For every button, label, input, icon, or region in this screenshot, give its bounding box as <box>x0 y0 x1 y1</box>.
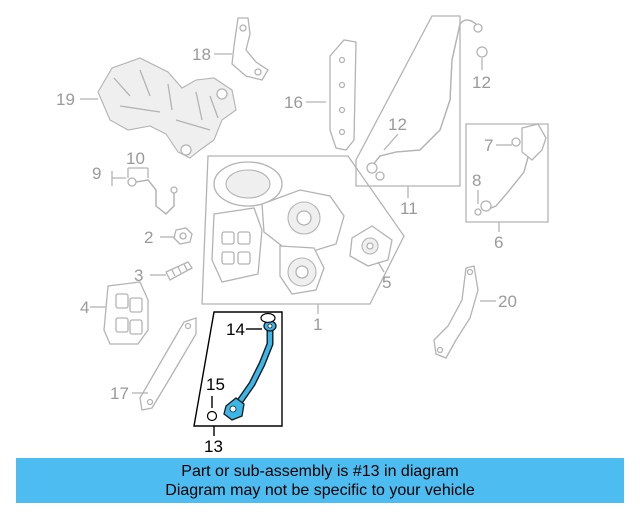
callout-18: 18 <box>192 45 211 64</box>
callout-9: 9 <box>92 164 101 183</box>
callout-12b: 12 <box>388 115 407 134</box>
part-4-gasket <box>103 281 149 345</box>
part-16-gasket <box>329 39 357 151</box>
part-5-actuator <box>349 225 393 267</box>
callout-13: 13 <box>204 437 223 456</box>
callout-10: 10 <box>126 149 145 168</box>
callout-8: 8 <box>472 171 481 190</box>
part-6-return-line <box>474 123 547 216</box>
callout-20: 20 <box>498 292 517 311</box>
callout-1: 1 <box>313 315 322 334</box>
callout-16: 16 <box>284 93 303 112</box>
banner-line-2: Diagram may not be specific to your vehi… <box>165 482 475 499</box>
callout-14: 14 <box>226 320 245 339</box>
callout-12a: 12 <box>472 73 491 92</box>
part-18-bracket <box>231 17 269 81</box>
part-1-turbocharger <box>211 161 345 295</box>
callout-15: 15 <box>206 375 225 394</box>
parts-diagram: 19 18 16 12 12 11 7 <box>56 15 549 456</box>
callout-11: 11 <box>400 199 418 218</box>
part-15-seal-ring <box>206 410 218 422</box>
part-13-oil-feed-line <box>223 320 277 421</box>
part-20-bracket <box>433 265 479 359</box>
callout-17: 17 <box>110 384 129 403</box>
callout-6: 6 <box>494 233 503 252</box>
part-17-bracket <box>139 317 197 411</box>
callout-2: 2 <box>144 228 153 247</box>
part-2-nut <box>173 227 193 245</box>
banner-line-1: Part or sub-assembly is #13 in diagram <box>181 463 459 480</box>
callout-5: 5 <box>382 273 391 292</box>
part-11-oil-line <box>366 19 488 181</box>
part-19-heat-shield <box>97 57 237 159</box>
part-14-seal-ring <box>260 312 276 324</box>
callout-19: 19 <box>56 90 75 109</box>
callout-3: 3 <box>134 266 143 285</box>
callout-4: 4 <box>80 298 89 317</box>
part-3-stud <box>165 261 193 281</box>
info-banner: Part or sub-assembly is #13 in diagram D… <box>16 458 624 503</box>
callout-7: 7 <box>484 136 493 155</box>
part-9-hose <box>127 177 178 215</box>
